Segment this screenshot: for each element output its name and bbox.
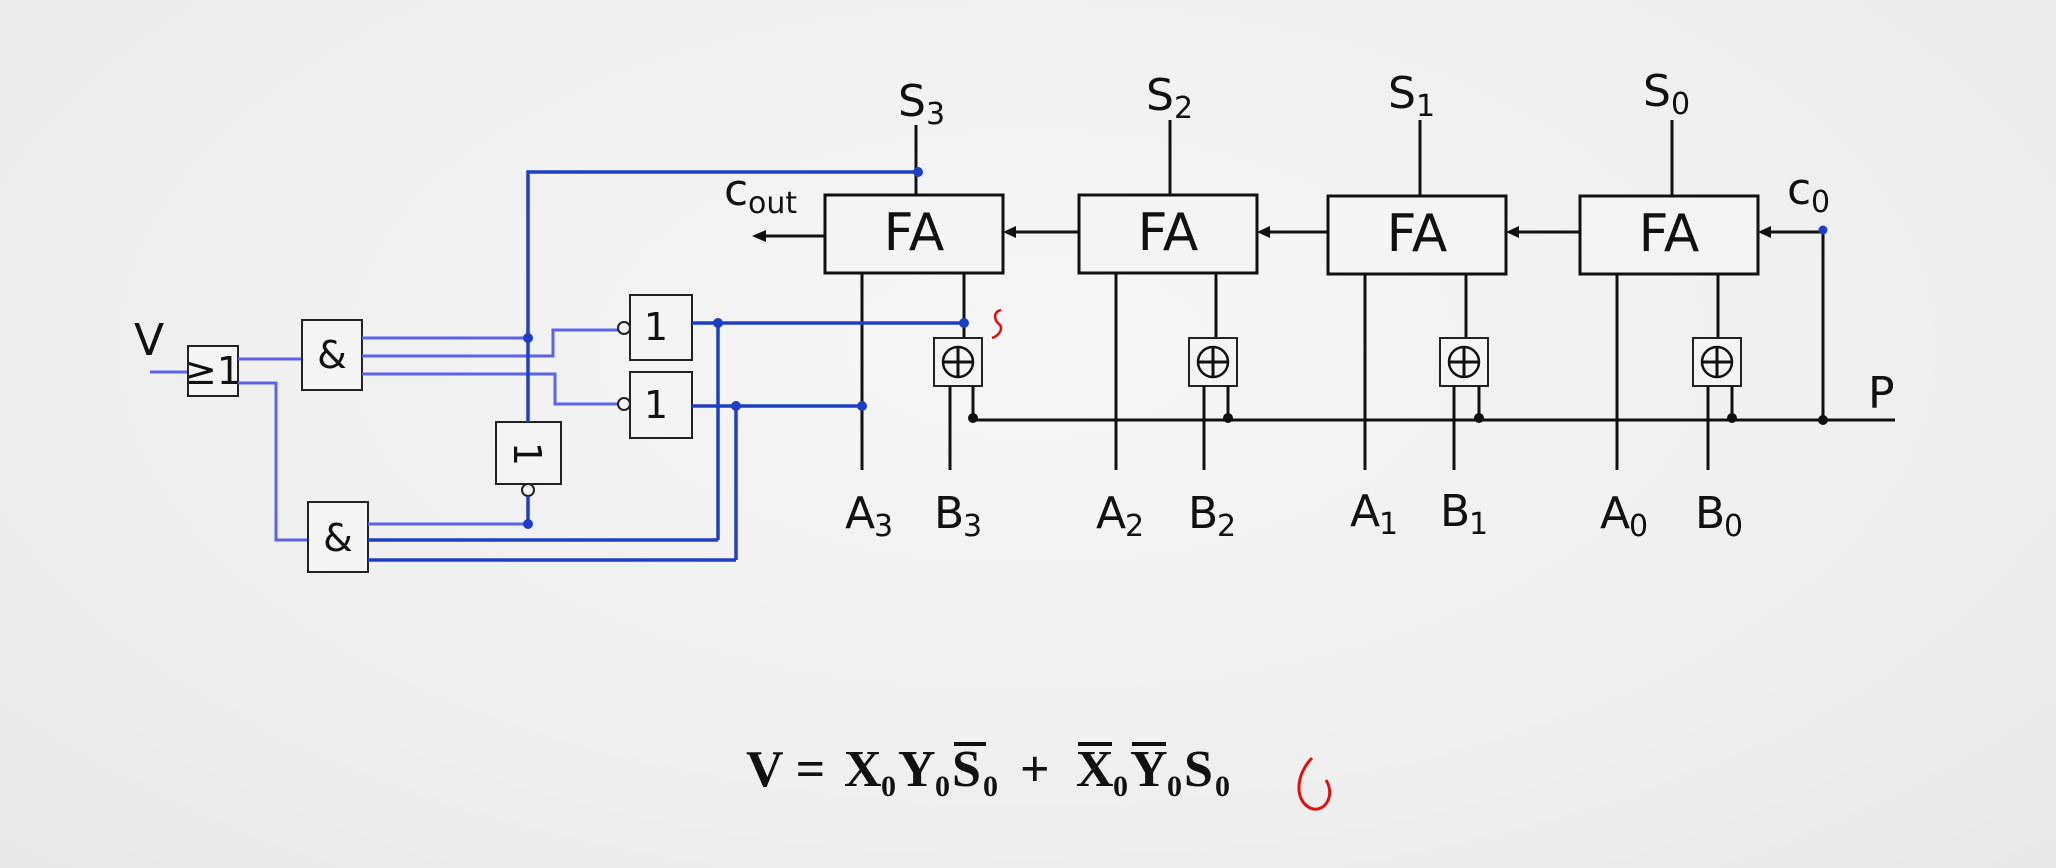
- svg-text:0: 0: [1671, 87, 1690, 122]
- v-label: V: [134, 315, 164, 366]
- svg-text:0: 0: [1629, 509, 1648, 544]
- svg-text:X: X: [1076, 741, 1114, 798]
- svg-text:FA: FA: [884, 203, 945, 263]
- svg-text:FA: FA: [1138, 203, 1199, 263]
- svg-text:0: 0: [1215, 770, 1230, 803]
- svg-text:0: 0: [1167, 770, 1182, 803]
- svg-text:FA: FA: [1639, 204, 1700, 264]
- svg-text:S: S: [1388, 68, 1416, 119]
- svg-text:3: 3: [874, 509, 893, 544]
- svg-text:0: 0: [983, 770, 998, 803]
- svg-text:FA: FA: [1387, 204, 1448, 264]
- xor-gate-1: [1439, 274, 1489, 470]
- svg-text:S: S: [952, 741, 981, 798]
- svg-text:A: A: [1600, 488, 1630, 539]
- full-adder-1: FA: [1326, 194, 1508, 276]
- svg-text:Y: Y: [898, 741, 936, 798]
- svg-text:S: S: [898, 76, 926, 127]
- control-wires: [523, 167, 969, 560]
- a-input-wires: [860, 273, 1619, 470]
- svg-text:A: A: [1350, 486, 1380, 537]
- or-gate: ≥1: [185, 345, 241, 397]
- inverter-upper: 1: [617, 294, 693, 361]
- p-label: P: [1868, 368, 1895, 419]
- svg-text:3: 3: [963, 509, 982, 544]
- svg-text:c: c: [1787, 164, 1811, 215]
- overflow-equation: V = X 0 Y 0 S 0 + X 0 Y 0 S 0: [746, 741, 1230, 803]
- bottom-and-inputs: [368, 522, 736, 562]
- svg-text:2: 2: [1125, 509, 1144, 544]
- svg-text:1: 1: [1469, 507, 1488, 542]
- svg-text:1: 1: [644, 305, 668, 349]
- svg-text:out: out: [748, 186, 797, 221]
- svg-text:3: 3: [926, 97, 945, 132]
- svg-text:B: B: [1188, 488, 1218, 539]
- xor-gate-3: [933, 273, 983, 470]
- svg-text:1: 1: [644, 383, 668, 427]
- p-control-line: [968, 225, 1895, 425]
- inverter-lower: 1: [617, 371, 693, 439]
- xor-gate-0: [1692, 274, 1742, 470]
- svg-text:V =: V =: [746, 741, 825, 798]
- svg-text:1: 1: [1416, 89, 1435, 124]
- svg-text:0: 0: [1113, 770, 1128, 803]
- svg-text:0: 0: [935, 770, 950, 803]
- top-and-inputs: [362, 328, 620, 406]
- svg-text:B: B: [934, 488, 964, 539]
- svg-text:≥1: ≥1: [185, 349, 241, 393]
- carry-chain: [752, 226, 1823, 242]
- svg-text:A: A: [845, 488, 875, 539]
- svg-text:A: A: [1096, 488, 1126, 539]
- svg-text:B: B: [1695, 488, 1725, 539]
- svg-text:&: &: [317, 333, 347, 377]
- and-gate-bottom: &: [307, 501, 369, 573]
- circle-annotation: [1297, 756, 1332, 811]
- xor-gate-2: [1188, 273, 1238, 470]
- operand-labels: A 3 B 3 A 2 B 2 A 1 B 1 A 0 B 0: [845, 486, 1743, 544]
- full-adder-0: FA: [1578, 194, 1760, 276]
- svg-text:+: +: [1020, 741, 1050, 798]
- and-gate-top: &: [301, 319, 363, 391]
- svg-text:1: 1: [505, 442, 549, 466]
- svg-text:S: S: [1184, 741, 1213, 798]
- check-mark-annotation: [991, 308, 1003, 340]
- sum-labels: S 3 S 2 S 1 S 0: [898, 66, 1690, 132]
- svg-text:0: 0: [881, 770, 896, 803]
- sum-output-wires: [914, 120, 1674, 196]
- svg-text:S: S: [1643, 66, 1671, 117]
- svg-text:1: 1: [1379, 507, 1398, 542]
- svg-text:X: X: [844, 741, 882, 798]
- svg-text:Y: Y: [1130, 741, 1168, 798]
- full-adder-2: FA: [1077, 193, 1259, 275]
- svg-text:2: 2: [1217, 509, 1236, 544]
- svg-text:0: 0: [1724, 509, 1743, 544]
- svg-text:&: &: [323, 516, 353, 560]
- full-adder-3: FA: [823, 193, 1005, 275]
- svg-text:0: 0: [1811, 185, 1830, 220]
- inverter-vertical: 1: [495, 421, 562, 497]
- svg-text:S: S: [1146, 70, 1174, 121]
- svg-text:B: B: [1440, 486, 1470, 537]
- svg-text:2: 2: [1174, 91, 1193, 126]
